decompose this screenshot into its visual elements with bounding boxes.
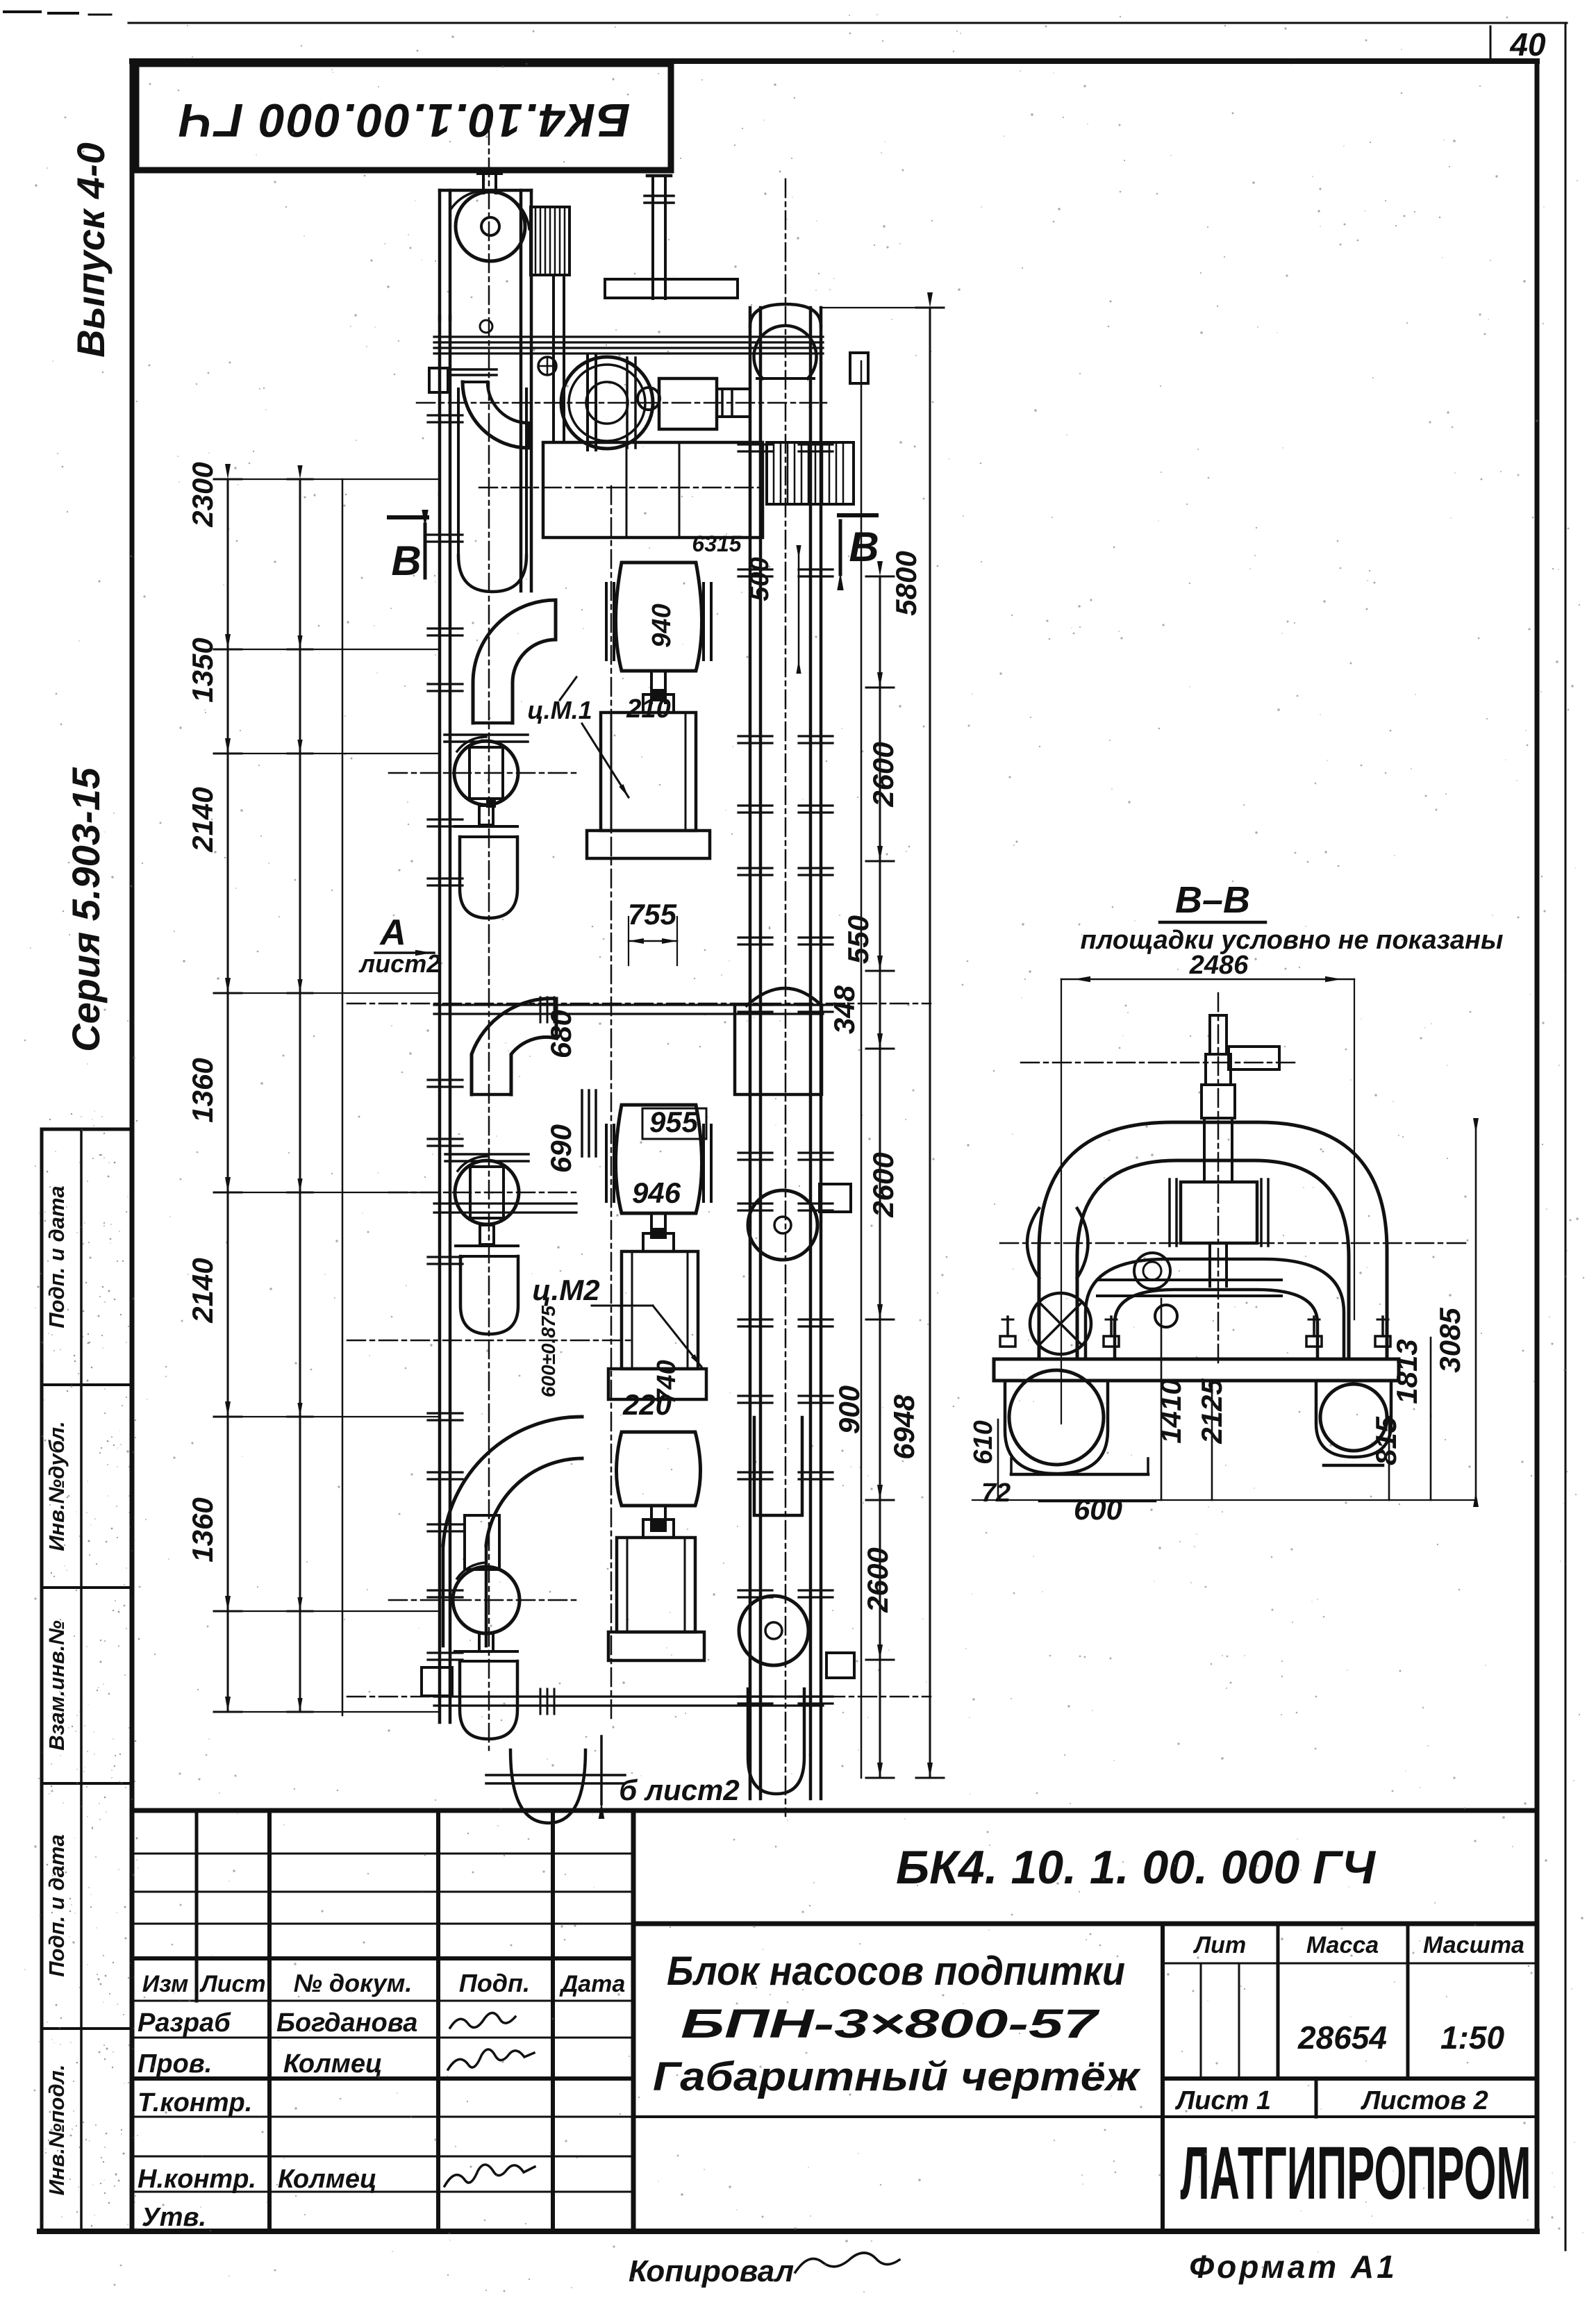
svg-text:Лист: Лист	[199, 1971, 265, 1997]
svg-text:ц.М2: ц.М2	[532, 1274, 599, 1306]
svg-text:Богданова: Богданова	[276, 2008, 417, 2038]
svg-text:Подп. и дата: Подп. и дата	[44, 1834, 69, 1976]
svg-text:72: 72	[981, 1479, 1011, 1508]
svg-text:610: 610	[969, 1420, 998, 1464]
svg-text:2140: 2140	[186, 787, 219, 852]
svg-text:2486: 2486	[1189, 951, 1249, 980]
svg-text:Масса: Масса	[1306, 1932, 1379, 1958]
svg-text:40: 40	[1509, 26, 1546, 63]
svg-text:Подп. и дата: Подп. и дата	[44, 1185, 69, 1328]
svg-text:955: 955	[649, 1106, 699, 1138]
svg-text:Инв.№подл.: Инв.№подл.	[44, 2065, 69, 2196]
svg-text:ц.М.1: ц.М.1	[527, 696, 592, 724]
svg-text:Дата: Дата	[559, 1971, 626, 1997]
svg-text:2140: 2140	[186, 1258, 219, 1323]
svg-text:ЛАТГИПРОПРОМ: ЛАТГИПРОПРОМ	[1181, 2131, 1531, 2215]
svg-text:755: 755	[628, 898, 677, 931]
svg-text:В: В	[849, 524, 879, 570]
svg-text:Копировал: Копировал	[629, 2254, 794, 2288]
svg-text:лист2: лист2	[358, 949, 440, 978]
svg-text:В: В	[391, 538, 421, 584]
svg-text:Лит: Лит	[1192, 1932, 1246, 1958]
svg-text:Изм: Изм	[142, 1971, 189, 1997]
svg-text:1813: 1813	[1390, 1339, 1423, 1404]
svg-text:348: 348	[828, 985, 861, 1034]
svg-text:1350: 1350	[186, 638, 219, 702]
svg-text:600: 600	[1074, 1493, 1122, 1526]
svg-text:Инв.№дубл.: Инв.№дубл.	[44, 1421, 69, 1551]
svg-text:210: 210	[626, 694, 670, 724]
svg-text:б лист2: б лист2	[619, 1774, 740, 1806]
svg-text:690: 690	[545, 1124, 577, 1173]
svg-text:Формат А1: Формат А1	[1189, 2249, 1397, 2285]
svg-text:Лист 1: Лист 1	[1174, 2086, 1271, 2115]
svg-text:Выпуск 4-0: Выпуск 4-0	[69, 142, 113, 358]
svg-text:1410: 1410	[1154, 1379, 1187, 1443]
svg-text:2600: 2600	[861, 1547, 894, 1613]
svg-text:Габаритный чертёж: Габаритный чертёж	[653, 2054, 1142, 2099]
svg-text:№ докум.: № докум.	[294, 1969, 413, 1997]
svg-text:БПН-3×800-57: БПН-3×800-57	[681, 2001, 1100, 2047]
svg-text:2125: 2125	[1195, 1379, 1228, 1444]
svg-text:946: 946	[632, 1176, 681, 1209]
svg-text:Взам.инв.№: Взам.инв.№	[44, 1620, 69, 1751]
svg-text:1:50: 1:50	[1440, 2020, 1504, 2056]
svg-text:Н.контр.: Н.контр.	[138, 2165, 256, 2194]
svg-text:740: 740	[652, 1360, 681, 1404]
svg-text:3085: 3085	[1433, 1308, 1466, 1373]
svg-text:28654: 28654	[1297, 2020, 1387, 2056]
svg-text:680: 680	[545, 1010, 577, 1058]
svg-text:БК4.10.1.00.000 ГЧ: БК4.10.1.00.000 ГЧ	[178, 94, 631, 147]
svg-text:220: 220	[622, 1388, 672, 1421]
svg-text:1360: 1360	[186, 1497, 219, 1562]
svg-text:БК4. 10. 1. 00. 000 ГЧ: БК4. 10. 1. 00. 000 ГЧ	[896, 1841, 1377, 1894]
svg-text:2600: 2600	[867, 742, 899, 807]
svg-text:Блок насосов подпитки: Блок насосов подпитки	[667, 1949, 1125, 1994]
svg-text:550: 550	[842, 915, 874, 964]
svg-text:1360: 1360	[186, 1058, 219, 1122]
svg-text:900: 900	[833, 1385, 865, 1434]
svg-text:Колмец: Колмец	[283, 2049, 383, 2079]
svg-text:Разраб: Разраб	[138, 2008, 231, 2038]
svg-text:500: 500	[745, 557, 774, 601]
svg-text:Масшта: Масшта	[1423, 1932, 1524, 1958]
svg-text:Пров.: Пров.	[138, 2049, 212, 2079]
svg-text:В–В: В–В	[1175, 879, 1250, 921]
svg-text:940: 940	[647, 603, 676, 647]
svg-text:Утв.: Утв.	[142, 2203, 206, 2232]
svg-text:Серия 5.903-15: Серия 5.903-15	[64, 767, 108, 1051]
svg-text:6315: 6315	[692, 531, 742, 556]
svg-text:5800: 5800	[890, 551, 922, 615]
svg-text:2600: 2600	[867, 1152, 899, 1217]
svg-text:Листов 2: Листов 2	[1360, 2086, 1488, 2115]
svg-text:600±0.875: 600±0.875	[538, 1305, 559, 1397]
svg-text:Подп.: Подп.	[459, 1969, 530, 1997]
svg-text:площадки условно не показаны: площадки условно не показаны	[1081, 926, 1504, 955]
svg-text:815: 815	[1370, 1416, 1402, 1465]
svg-text:Т.контр.: Т.контр.	[138, 2088, 252, 2117]
svg-text:Колмец: Колмец	[278, 2165, 377, 2194]
svg-text:2300: 2300	[186, 462, 219, 527]
svg-text:А: А	[379, 913, 406, 953]
svg-text:6948: 6948	[888, 1394, 920, 1460]
